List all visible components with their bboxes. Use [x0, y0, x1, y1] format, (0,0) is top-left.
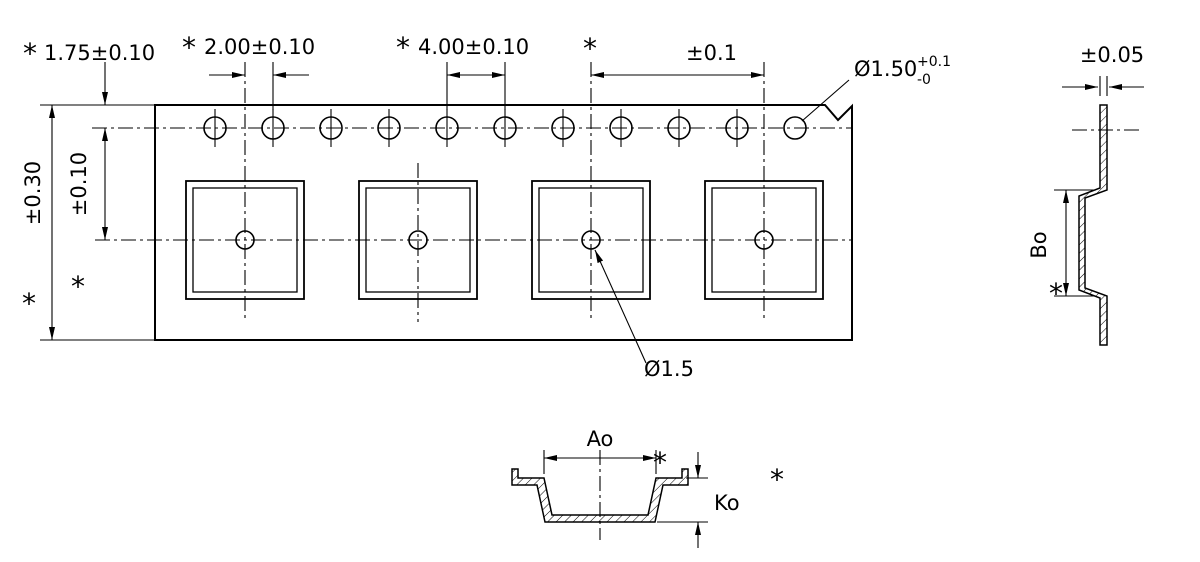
note-asterisk: * — [1049, 277, 1063, 310]
dim-tape-width-label: ±0.30 — [21, 161, 45, 225]
sprocket-holes — [203, 108, 807, 148]
dim-tape-width: ±0.30 * — [21, 105, 155, 341]
dim-pocket-to-hole: * 2.00±0.10 — [182, 31, 315, 110]
note-asterisk: * — [396, 31, 410, 64]
note-asterisk: * — [182, 31, 196, 64]
dim-hole-pitch-label: 4.00±0.10 — [418, 35, 529, 59]
dim-pocket-pitch: * ±0.1 — [583, 32, 764, 78]
dim-Ko: Ko * — [657, 452, 784, 548]
side-profile — [1078, 104, 1108, 346]
dim-hole-to-pocket-center: ±0.10 * — [67, 128, 108, 303]
note-asterisk: * — [770, 463, 784, 496]
sprocket-hole-dia-label: Ø1.50 — [854, 57, 917, 81]
dimensions-top-view: * 1.75±0.10 * 2.00±0.10 * 4.00±0.10 * ±0… — [21, 31, 951, 381]
pocket-section-view: Ao * Ko * — [511, 427, 784, 548]
leader-line — [594, 249, 647, 364]
note-asterisk: * — [583, 32, 597, 65]
dim-Bo: Bo * — [1027, 189, 1096, 310]
callout-sprocket-hole-dia: Ø1.50 +0.1 -0 — [801, 54, 951, 122]
dim-Ao-label: Ao — [587, 427, 614, 451]
pocket-hole-dia-label: Ø1.5 — [644, 357, 694, 381]
callout-pocket-hole-dia: Ø1.5 — [594, 249, 694, 381]
sprocket-hole-dia-tol-plus: +0.1 — [917, 54, 951, 70]
dim-sprocket-edge-label: 1.75±0.10 — [44, 41, 155, 65]
dim-hole-to-pocket-label: ±0.10 — [67, 152, 91, 216]
tape-outline — [154, 103, 853, 341]
note-asterisk: * — [23, 37, 37, 70]
dim-Ao: Ao * — [543, 427, 667, 479]
dim-Bo-label: Bo — [1027, 231, 1051, 258]
dim-pocket-pitch-label: ±0.1 — [686, 41, 737, 65]
pocket-section-profile — [511, 468, 689, 523]
dim-sprocket-edge: * 1.75±0.10 — [23, 37, 155, 106]
dim-thickness-label: ±0.05 — [1080, 43, 1144, 67]
leader-line — [801, 79, 850, 122]
tape-side-view: ±0.05 Bo * — [1027, 43, 1144, 346]
note-asterisk: * — [653, 446, 667, 479]
dim-pocket-to-hole-label: 2.00±0.10 — [204, 35, 315, 59]
note-asterisk: * — [71, 270, 85, 303]
tape-top-view — [92, 62, 853, 341]
dim-hole-pitch: * 4.00±0.10 — [396, 31, 529, 110]
dim-Ko-label: Ko — [714, 491, 740, 515]
callout-sprocket-hole — [783, 116, 807, 140]
sprocket-hole-dia-tol-minus: -0 — [917, 72, 931, 88]
note-asterisk: * — [22, 287, 36, 320]
dim-thickness: ±0.05 — [1062, 43, 1144, 96]
center-lines — [92, 62, 852, 322]
